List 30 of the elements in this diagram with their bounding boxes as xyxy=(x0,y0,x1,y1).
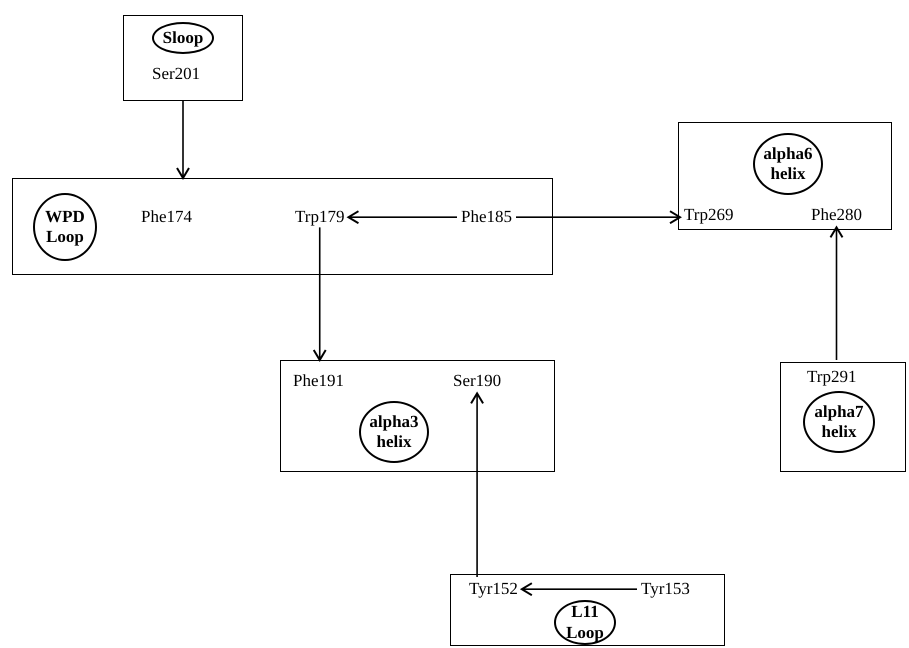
residue-label: Tyr152 xyxy=(469,579,518,600)
region-ellipse: alpha6 helix xyxy=(753,133,823,195)
arrow xyxy=(347,210,457,224)
domain-box xyxy=(450,574,725,646)
region-ellipse: WPD Loop xyxy=(33,193,97,261)
residue-label: Ser201 xyxy=(152,64,200,84)
arrow xyxy=(830,226,844,360)
arrow xyxy=(520,582,637,596)
domain-box xyxy=(780,362,906,472)
region-ellipse: alpha3 helix xyxy=(359,401,429,463)
residue-label: Trp291 xyxy=(807,367,856,388)
region-ellipse: Sloop xyxy=(152,22,214,54)
residue-label: Tyr153 xyxy=(641,579,690,600)
residue-label: Phe191 xyxy=(293,371,344,392)
arrow xyxy=(470,392,484,577)
residue-label: Trp179 xyxy=(295,207,344,228)
residue-label: Phe185 xyxy=(461,207,512,228)
arrow xyxy=(516,210,681,224)
residue-label: Trp269 xyxy=(684,205,734,226)
residue-label: Ser190 xyxy=(453,371,502,392)
residue-label: Phe174 xyxy=(141,207,192,228)
domain-box xyxy=(280,360,555,472)
domain-box xyxy=(12,178,553,275)
arrow xyxy=(176,101,190,179)
region-ellipse: alpha7 helix xyxy=(803,391,875,453)
domain-box xyxy=(678,122,892,230)
domain-box xyxy=(123,15,243,101)
region-ellipse: L11 Loop xyxy=(554,600,616,645)
arrow xyxy=(312,227,327,361)
residue-label: Phe280 xyxy=(811,205,862,226)
